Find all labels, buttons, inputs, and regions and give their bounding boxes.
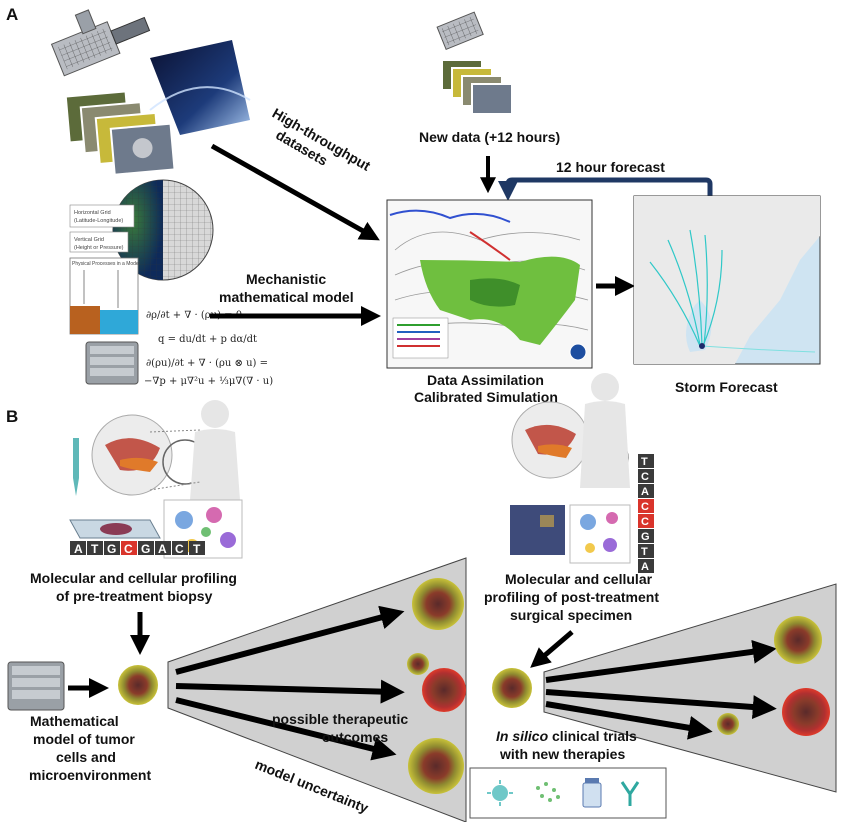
server-stack-left-icon (7, 661, 65, 711)
patient-anatomy-right (511, 373, 630, 488)
equation-continuity: ∂ρ/∂t + ∇ · (ρu) = 0 (146, 310, 242, 321)
outcomes-label-2: outcomes (322, 729, 388, 745)
biopsy-needle-icon (73, 438, 79, 496)
grid-note-4: (Height or Pressure) (74, 245, 124, 251)
grid-note-2: (Latitude-Longitude) (74, 218, 123, 224)
equation-heat: q = du/dt + p dα/dt (158, 334, 257, 345)
nanoparticle-icon (536, 782, 560, 802)
outcome-arrow-down (175, 697, 397, 761)
forecast-loop-arrow (498, 177, 713, 201)
base-3: G (107, 542, 116, 556)
panel-b-label: B (6, 407, 18, 426)
single-cell-cluster-plot-right (569, 504, 631, 564)
storm-forecast-map (633, 195, 821, 365)
satellite-small-icon (436, 11, 513, 115)
rbase-2: C (641, 471, 649, 483)
tissue-slide-icon (69, 519, 161, 539)
rbase-8: A (641, 561, 649, 573)
gene-sequence-left: A T G C G A C T (70, 541, 205, 556)
base-4: C (124, 542, 133, 556)
post-profiling-label-2: profiling of post-treatment (484, 589, 659, 605)
outcomes-label-1: possible therapeutic (272, 711, 408, 727)
mechanistic-label-2: mathematical model (219, 289, 354, 305)
grid-note-1: Horizontal Grid (74, 210, 111, 216)
outcome-tumor-large (412, 578, 464, 630)
histology-image (510, 505, 565, 555)
forecast-loop-label: 12 hour forecast (556, 159, 665, 175)
satellite-large-icon (50, 9, 251, 135)
patient-anatomy-left (91, 400, 240, 500)
drug-vial-icon (582, 778, 602, 808)
post-profiling-label-1: Molecular and cellular (505, 571, 653, 587)
climate-model-globe: Horizontal Grid (Latitude-Longitude) Ver… (69, 179, 214, 281)
in-silico-label-2: with new therapies (499, 746, 625, 762)
post-profiling-label-3: surgical specimen (510, 607, 632, 623)
rbase-7: T (641, 546, 648, 558)
new-data-label: New data (+12 hours) (419, 129, 560, 145)
rbase-6: G (641, 531, 650, 543)
therapy-icons-box (469, 767, 667, 819)
pre-profiling-label-1: Molecular and cellular profiling (30, 570, 237, 586)
gene-sequence-right: T C A C C G T A (638, 454, 654, 573)
outcome-tumor-red (422, 668, 466, 712)
rbase-3: A (641, 486, 649, 498)
antibody-icon (620, 781, 640, 806)
post-profiling-arrow (530, 630, 574, 668)
trial-tumor-red (782, 688, 830, 736)
rbase-5: C (641, 516, 649, 528)
outcome-tumor-bottom (408, 738, 464, 794)
base-2: T (91, 542, 99, 556)
trial-arrow-up (545, 639, 777, 683)
outcome-arrow-up (175, 605, 405, 675)
trial-tumor-top (774, 616, 822, 664)
math-model-label-3: cells and (56, 749, 116, 765)
base-8: T (193, 542, 201, 556)
physical-processes-diagram: Physical Processes in a Model (69, 257, 140, 335)
math-model-label-1: Mathematical (30, 713, 119, 729)
server-stack-icon (85, 341, 139, 385)
base-5: G (141, 542, 150, 556)
post-treatment-tumor (492, 668, 532, 708)
outcome-arrow-mid (175, 679, 405, 704)
in-silico-label: In silico clinical trials (496, 728, 637, 744)
in-silico-cone (543, 583, 837, 793)
grid-note-5: Physical Processes in a Model (72, 261, 140, 267)
immune-cell-icon (487, 780, 513, 806)
equation-momentum-2: −∇p + μ∇²u + ⅓μ∇(∇ · u) (144, 376, 273, 387)
outcome-tumor-small (407, 653, 429, 675)
weather-map (386, 199, 593, 369)
satellite-image-stack (64, 90, 176, 176)
baseline-tumor-left (118, 665, 158, 705)
high-throughput-arrow (210, 143, 380, 241)
panel-a-label: A (6, 5, 18, 24)
assimilation-label-2: Calibrated Simulation (414, 389, 558, 405)
base-6: A (158, 542, 167, 556)
base-7: C (175, 542, 184, 556)
grid-note-3: Vertical Grid (74, 237, 104, 243)
assimilation-label-1: Data Assimilation (427, 372, 544, 388)
base-1: A (74, 542, 83, 556)
mechanistic-label-1: Mechanistic (246, 271, 326, 287)
storm-forecast-label: Storm Forecast (675, 379, 778, 395)
rbase-4: C (641, 501, 649, 513)
math-model-label-2: model of tumor (33, 731, 135, 747)
equation-momentum-1: ∂(ρu)/∂t + ∇ · (ρu ⊗ u) = (146, 358, 268, 369)
math-model-label-4: microenvironment (29, 767, 151, 783)
rbase-1: T (641, 456, 648, 468)
trial-arrow-down (545, 701, 713, 740)
trial-tumor-small (717, 713, 739, 735)
trial-arrow-mid (545, 689, 777, 720)
pre-profiling-label-2: of pre-treatment biopsy (56, 588, 213, 604)
